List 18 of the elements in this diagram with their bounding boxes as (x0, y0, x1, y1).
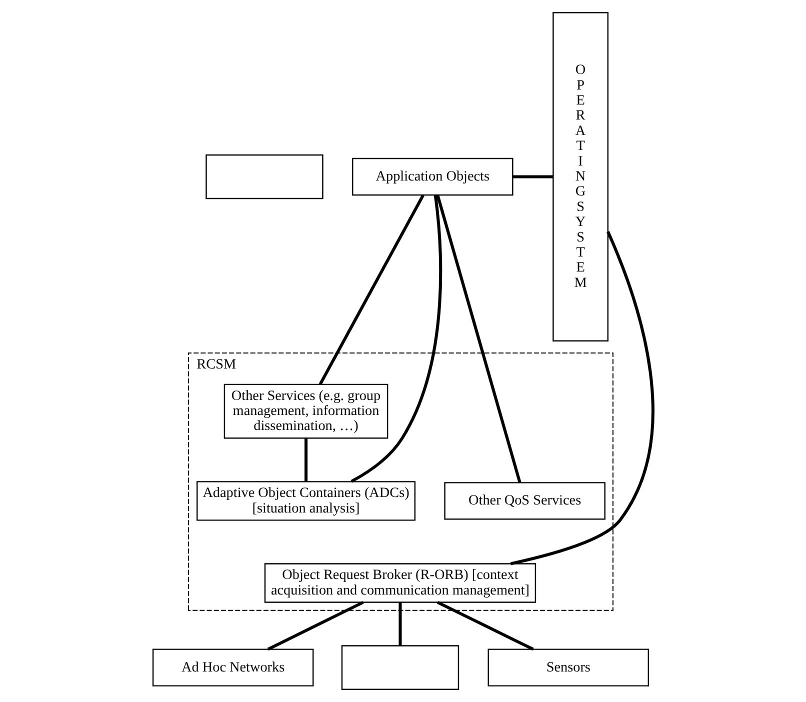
connector (436, 194, 522, 483)
node-box: Adaptive Object Containers (ADCs) [situation analysis] (196, 481, 416, 521)
connector (510, 231, 654, 566)
connector (436, 600, 534, 651)
connector (304, 438, 308, 482)
node-box: Ad Hoc Networks (152, 648, 314, 686)
node-box: O P E R A T I N G S Y S T E M (552, 12, 608, 342)
node-box: Other QoS Services (444, 482, 606, 520)
connector (318, 194, 424, 385)
node-box (206, 154, 324, 200)
node-box (341, 645, 460, 690)
connector (350, 195, 442, 483)
node-box: Sensors (488, 648, 650, 686)
node-box: Application Objects (352, 158, 514, 196)
connector (398, 602, 402, 646)
node-box: Other Services (e.g. group management, information dissemination, …) (224, 384, 388, 439)
node-box: Object Request Broker (R-ORB) [context acquisition and communication management] (264, 563, 536, 603)
connector (512, 175, 554, 178)
